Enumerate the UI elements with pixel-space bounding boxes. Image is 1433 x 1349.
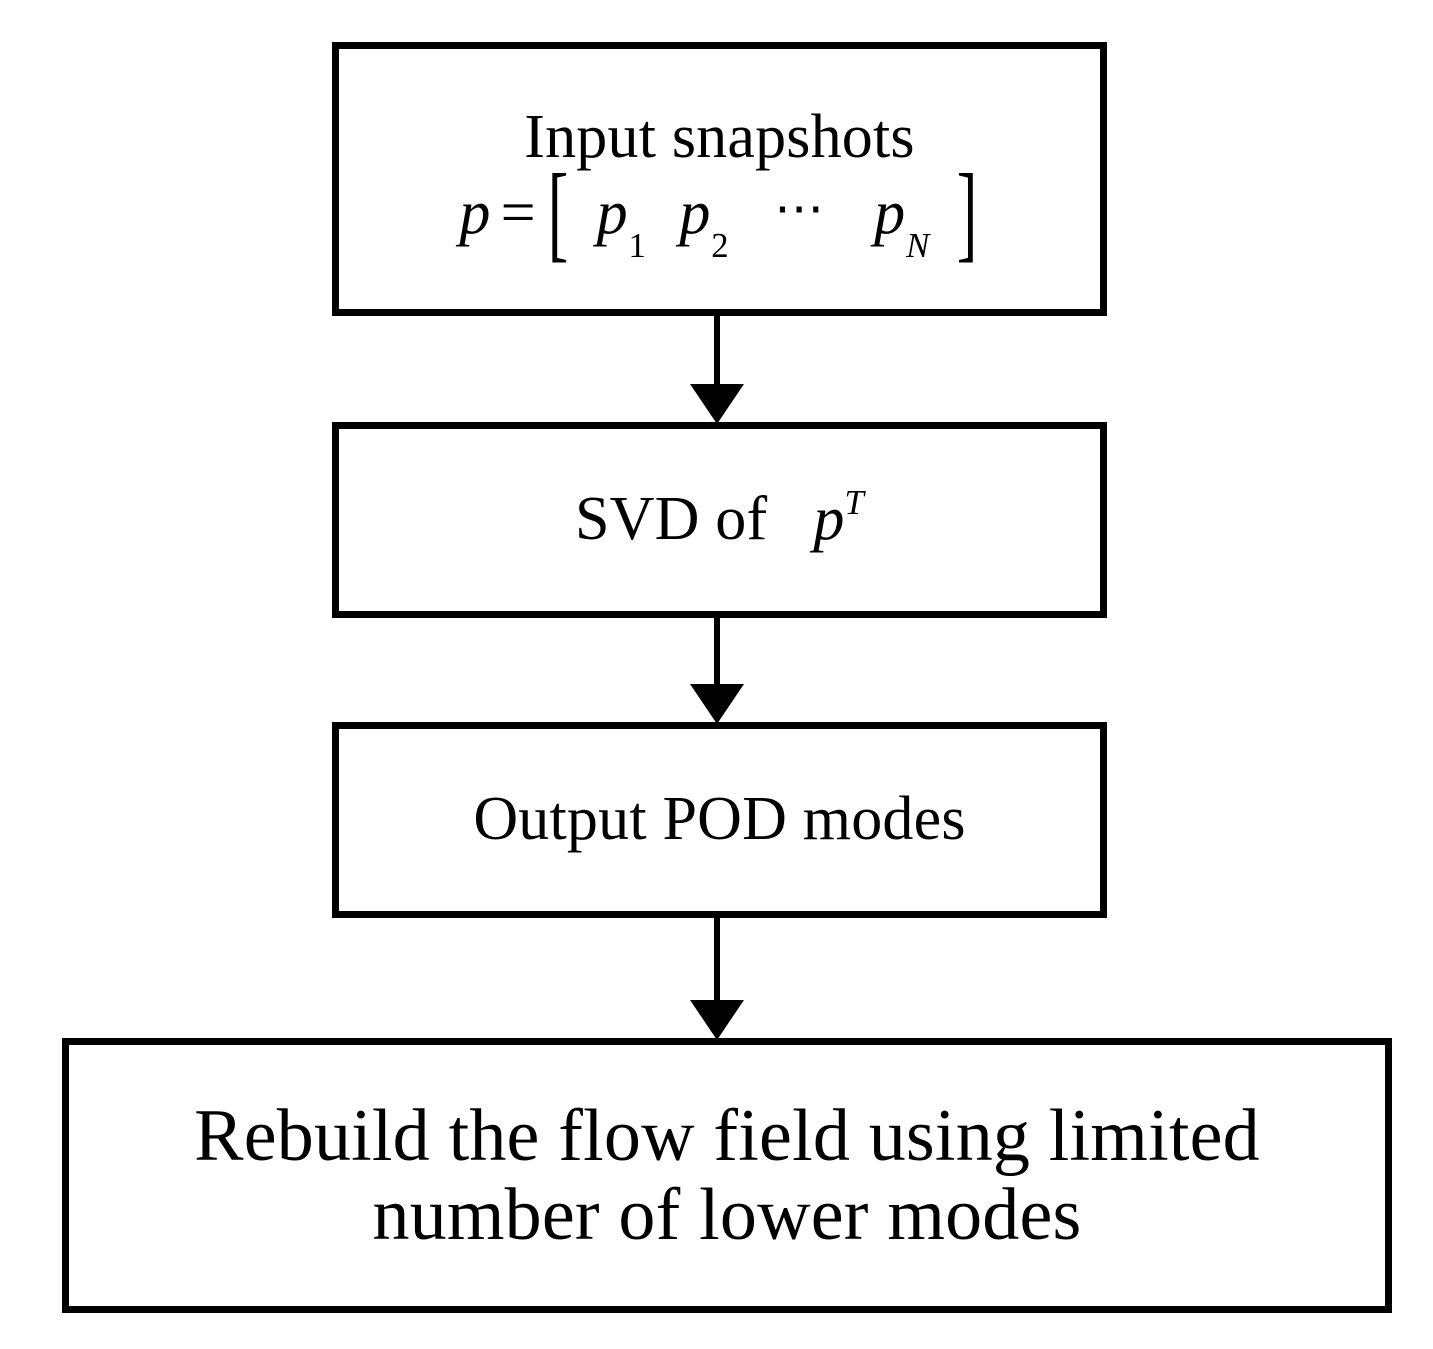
node-svd-label: SVD of — [574, 485, 768, 554]
flowchart-node-rebuild-flow-field[interactable]: Rebuild the flow field using limited num… — [62, 1038, 1392, 1313]
node-input-title: Input snapshots — [524, 102, 915, 171]
arrow-stem — [714, 918, 720, 1004]
flowchart-arrow-input-to-svd — [690, 316, 744, 424]
arrow-stem — [714, 618, 720, 688]
arrow-head-icon — [690, 1000, 744, 1040]
flowchart-arrow-svd-to-output — [690, 618, 744, 724]
flowchart-arrow-output-to-rebuild — [690, 918, 744, 1040]
formula-ellipsis: ⋯ — [774, 180, 829, 237]
arrow-head-icon — [690, 384, 744, 424]
node-rebuild-line2: number of lower modes — [372, 1173, 1082, 1256]
formula-equals: = — [500, 179, 536, 248]
flowchart-node-input-snapshots[interactable]: Input snapshots p = [ p1 p2 ⋯ pN ] — [332, 42, 1107, 316]
formula-close-bracket: ] — [956, 153, 978, 273]
node-rebuild-line1: Rebuild the flow field using limited — [194, 1095, 1260, 1178]
formula-variable-p: p — [459, 179, 491, 248]
node-input-formula: p = [ p1 p2 ⋯ pN ] — [459, 159, 979, 268]
arrow-head-icon — [690, 684, 744, 724]
formula-element-pN: pN — [874, 179, 930, 266]
node-output-label: Output POD modes — [473, 785, 966, 854]
flowchart-node-output-pod-modes[interactable]: Output POD modes — [332, 722, 1107, 918]
formula-element-p1: p1 — [596, 179, 647, 266]
arrow-stem — [714, 316, 720, 388]
formula-element-p2: p2 — [679, 179, 729, 266]
formula-open-bracket: [ — [547, 153, 569, 273]
